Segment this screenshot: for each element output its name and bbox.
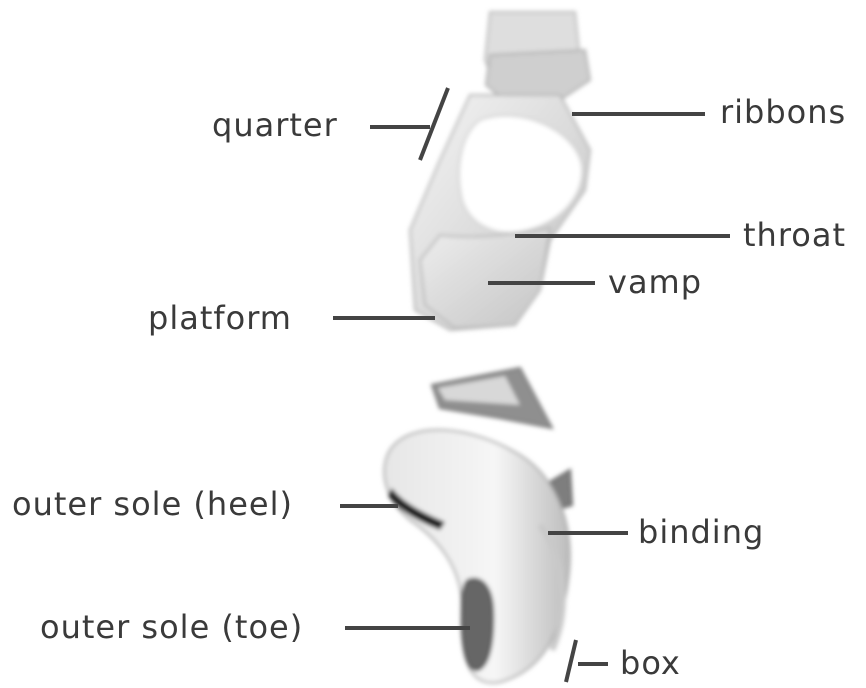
label-ribbons: ribbons — [720, 93, 846, 131]
label-vamp: vamp — [608, 263, 702, 301]
outer-sole-toe-pad — [462, 579, 493, 670]
label-binding: binding — [638, 513, 764, 551]
labels: quarter ribbons throat vamp platform out… — [12, 93, 846, 682]
label-quarter: quarter — [212, 106, 338, 144]
label-box: box — [620, 644, 681, 682]
label-outer-sole-toe: outer sole (toe) — [40, 608, 303, 646]
lower-shoe-illustration — [384, 368, 572, 683]
quarter-span-marker — [420, 88, 448, 160]
label-throat: throat — [743, 216, 846, 254]
label-platform: platform — [148, 299, 292, 337]
vamp-panel — [420, 228, 550, 328]
box-span-marker — [566, 640, 576, 682]
label-outer-sole-heel: outer sole (heel) — [12, 485, 293, 523]
